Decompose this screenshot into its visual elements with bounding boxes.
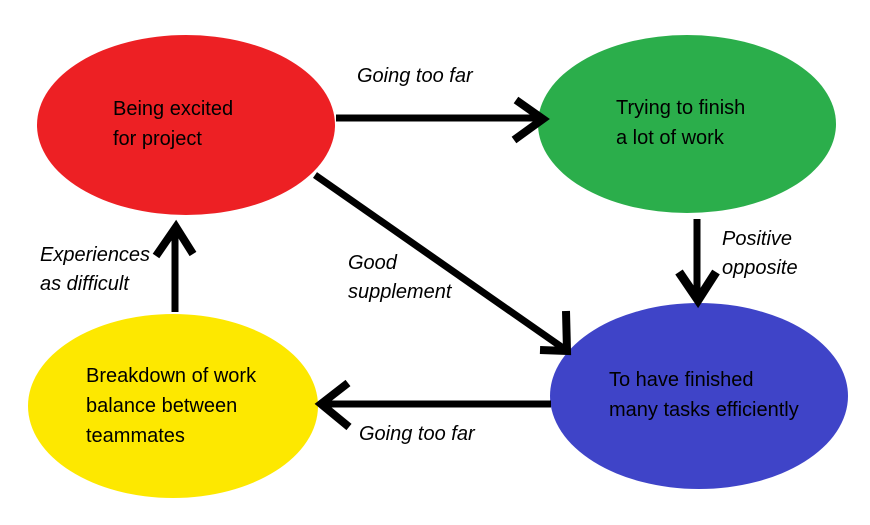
edge-trying-to-finished (675, 219, 720, 309)
arrowhead-down-icon (675, 269, 720, 309)
arrowhead-up-icon (152, 219, 197, 259)
arrowhead-left-icon (314, 379, 352, 431)
edge-excited-to-finished (312, 172, 572, 356)
edge-label-experiences-as-difficult: Experiences as difficult (40, 244, 151, 295)
edge-label-positive-opposite: Positive opposite (722, 228, 798, 279)
node-trying-to-finish[interactable] (538, 35, 836, 213)
arrowhead-right-icon (511, 96, 550, 144)
edge-line (312, 172, 566, 351)
edge-excited-to-trying (336, 96, 550, 144)
arrowhead-diagonal-icon (539, 310, 572, 356)
node-breakdown-of-work[interactable] (28, 314, 318, 498)
edge-finished-to-breakdown (314, 379, 551, 431)
edge-label-going-too-far-bottom: Going too far (359, 423, 475, 445)
edge-breakdown-to-excited (152, 219, 197, 312)
node-being-excited[interactable] (37, 35, 335, 215)
edge-label-going-too-far-top: Going too far (357, 65, 473, 87)
node-to-have-finished[interactable] (550, 303, 848, 489)
edge-label-good-supplement: Good supplement (348, 252, 452, 303)
